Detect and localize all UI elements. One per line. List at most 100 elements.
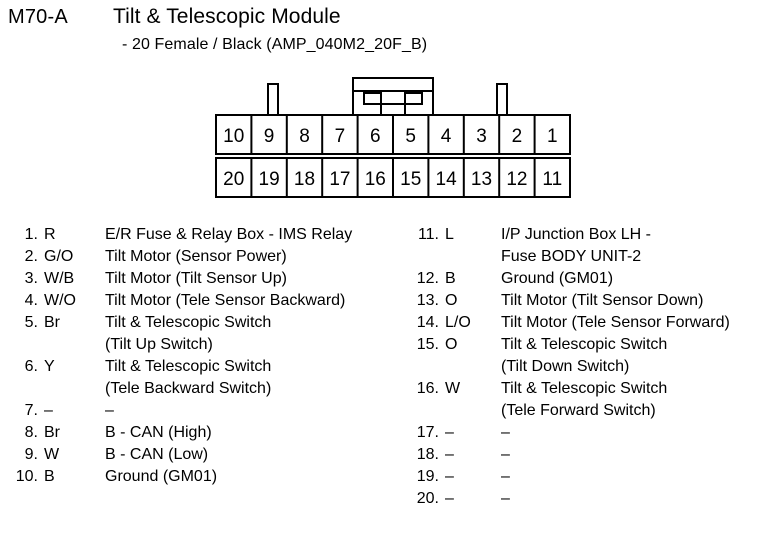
connector-code: M70-A bbox=[8, 6, 68, 28]
pin-row: 2. G/O Tilt Motor (Sensor Power) bbox=[8, 246, 408, 268]
pin-description: Tilt & Telescopic Switch bbox=[501, 380, 668, 397]
pin-description: – bbox=[501, 424, 510, 441]
pin-description-continued: (Tele Forward Switch) bbox=[501, 402, 656, 419]
pin-description: B - CAN (Low) bbox=[105, 446, 209, 463]
pin-description: Tilt Motor (Tele Sensor Forward) bbox=[501, 314, 730, 331]
pin-description: – bbox=[501, 446, 510, 463]
connector-subtitle: - 20 Female / Black (AMP_040M2_20F_B) bbox=[122, 36, 428, 53]
pin-row-continuation: (Tilt Down Switch) bbox=[409, 356, 774, 378]
pin-cell-top-1: 1 bbox=[547, 126, 558, 147]
pin-description-continued: (Tilt Up Switch) bbox=[105, 336, 213, 353]
pin-wire-color: B bbox=[44, 468, 55, 485]
pin-label: 3.W/B bbox=[8, 268, 96, 290]
pin-description-continued: (Tilt Down Switch) bbox=[501, 358, 630, 375]
pin-cell-top-9: 9 bbox=[264, 126, 275, 147]
pin-label: 1.R bbox=[8, 224, 96, 246]
pin-row-continuation: Fuse BODY UNIT-2 bbox=[409, 246, 774, 268]
pin-label: 7.– bbox=[8, 400, 96, 422]
pin-number-label: 20. bbox=[416, 490, 439, 507]
pin-label: 4. W/O bbox=[8, 290, 96, 312]
pin-label: 9. W bbox=[8, 444, 96, 466]
pin-column-left: 1.R E/R Fuse & Relay Box - IMS Relay 2. G/O… bbox=[8, 224, 408, 488]
pin-number-label: 13. bbox=[416, 292, 439, 309]
connector-latch-bar bbox=[352, 77, 434, 92]
pin-description: E/R Fuse & Relay Box - IMS Relay bbox=[105, 226, 353, 243]
pin-row: 17.–– bbox=[409, 422, 774, 444]
pin-wire-color: W bbox=[445, 380, 461, 397]
pin-number-label: 18. bbox=[416, 446, 439, 463]
pin-label: 10. B bbox=[8, 466, 96, 488]
pin-label: 17.– bbox=[409, 422, 501, 444]
pin-number-label: 4. bbox=[24, 292, 38, 309]
pin-label: 12.B bbox=[409, 268, 501, 290]
pin-description-continued: Fuse BODY UNIT-2 bbox=[501, 248, 642, 265]
pin-description: I/P Junction Box LH - bbox=[501, 226, 651, 243]
pin-description: Tilt Motor (Tele Sensor Backward) bbox=[105, 292, 346, 309]
connector-tab-right-icon bbox=[496, 83, 508, 116]
pin-row: 18.–– bbox=[409, 444, 774, 466]
header: M70-A Tilt & Telescopic Module - 20 Fema… bbox=[0, 0, 774, 70]
pin-number-label: 9. bbox=[24, 446, 38, 463]
pin-number-label: 19. bbox=[416, 468, 439, 485]
pin-number-label: 17. bbox=[416, 424, 439, 441]
pin-row-continuation: (Tele Backward Switch) bbox=[8, 378, 408, 400]
pin-wire-color: L/O bbox=[445, 314, 471, 331]
page-title: Tilt & Telescopic Module bbox=[113, 5, 341, 28]
pin-row: 20.–– bbox=[409, 488, 774, 510]
pin-label: 16.W bbox=[409, 378, 501, 400]
pin-description: Tilt & Telescopic Switch bbox=[105, 314, 272, 331]
pin-wire-color: W/O bbox=[44, 292, 76, 309]
pin-wire-color: – bbox=[445, 424, 454, 441]
pin-cell-bottom-20: 20 bbox=[223, 169, 244, 190]
pin-label: 11.L bbox=[409, 224, 501, 246]
pin-row: 7.–– bbox=[8, 400, 408, 422]
pin-number-label: 10. bbox=[15, 468, 38, 485]
pin-description: – bbox=[105, 402, 114, 419]
pin-number-label: 5. bbox=[24, 314, 38, 331]
pin-cell-top-2: 2 bbox=[512, 126, 523, 147]
pin-wire-color: O bbox=[445, 336, 458, 353]
pin-description: Tilt Motor (Tilt Sensor Down) bbox=[501, 292, 704, 309]
pin-description: Tilt & Telescopic Switch bbox=[501, 336, 668, 353]
pin-row: 19.–– bbox=[409, 466, 774, 488]
pin-cell-top-7: 7 bbox=[335, 126, 346, 147]
pin-cell-bottom-15: 15 bbox=[400, 169, 421, 190]
pin-assignment-list: 1.R E/R Fuse & Relay Box - IMS Relay 2. G/O… bbox=[0, 224, 774, 535]
pin-label: 14.L/O bbox=[409, 312, 501, 334]
pin-number-label: 3. bbox=[24, 270, 38, 287]
pin-wire-color: – bbox=[44, 402, 53, 419]
pin-description-continued: (Tele Backward Switch) bbox=[105, 380, 272, 397]
pin-number-label: 2. bbox=[24, 248, 38, 265]
pin-description: Tilt Motor (Sensor Power) bbox=[105, 248, 287, 265]
pin-row: 1.R E/R Fuse & Relay Box - IMS Relay bbox=[8, 224, 408, 246]
pin-label: 20.– bbox=[409, 488, 501, 510]
pin-description: – bbox=[501, 490, 510, 507]
pin-row: 4. W/O Tilt Motor (Tele Sensor Backward) bbox=[8, 290, 408, 312]
pin-cell-bottom-13: 13 bbox=[471, 169, 492, 190]
pin-row-continuation: (Tilt Up Switch) bbox=[8, 334, 408, 356]
connector-latch-center bbox=[380, 103, 406, 116]
pin-wire-color: – bbox=[445, 490, 454, 507]
pin-wire-color: B bbox=[445, 270, 456, 287]
pin-wire-color: G/O bbox=[44, 248, 74, 265]
pin-wire-color: W bbox=[44, 446, 60, 463]
pin-wire-color: – bbox=[445, 446, 454, 463]
pin-cell-bottom-16: 16 bbox=[365, 169, 386, 190]
pin-number-label: 11. bbox=[417, 226, 439, 243]
pin-wire-color: R bbox=[44, 226, 56, 243]
